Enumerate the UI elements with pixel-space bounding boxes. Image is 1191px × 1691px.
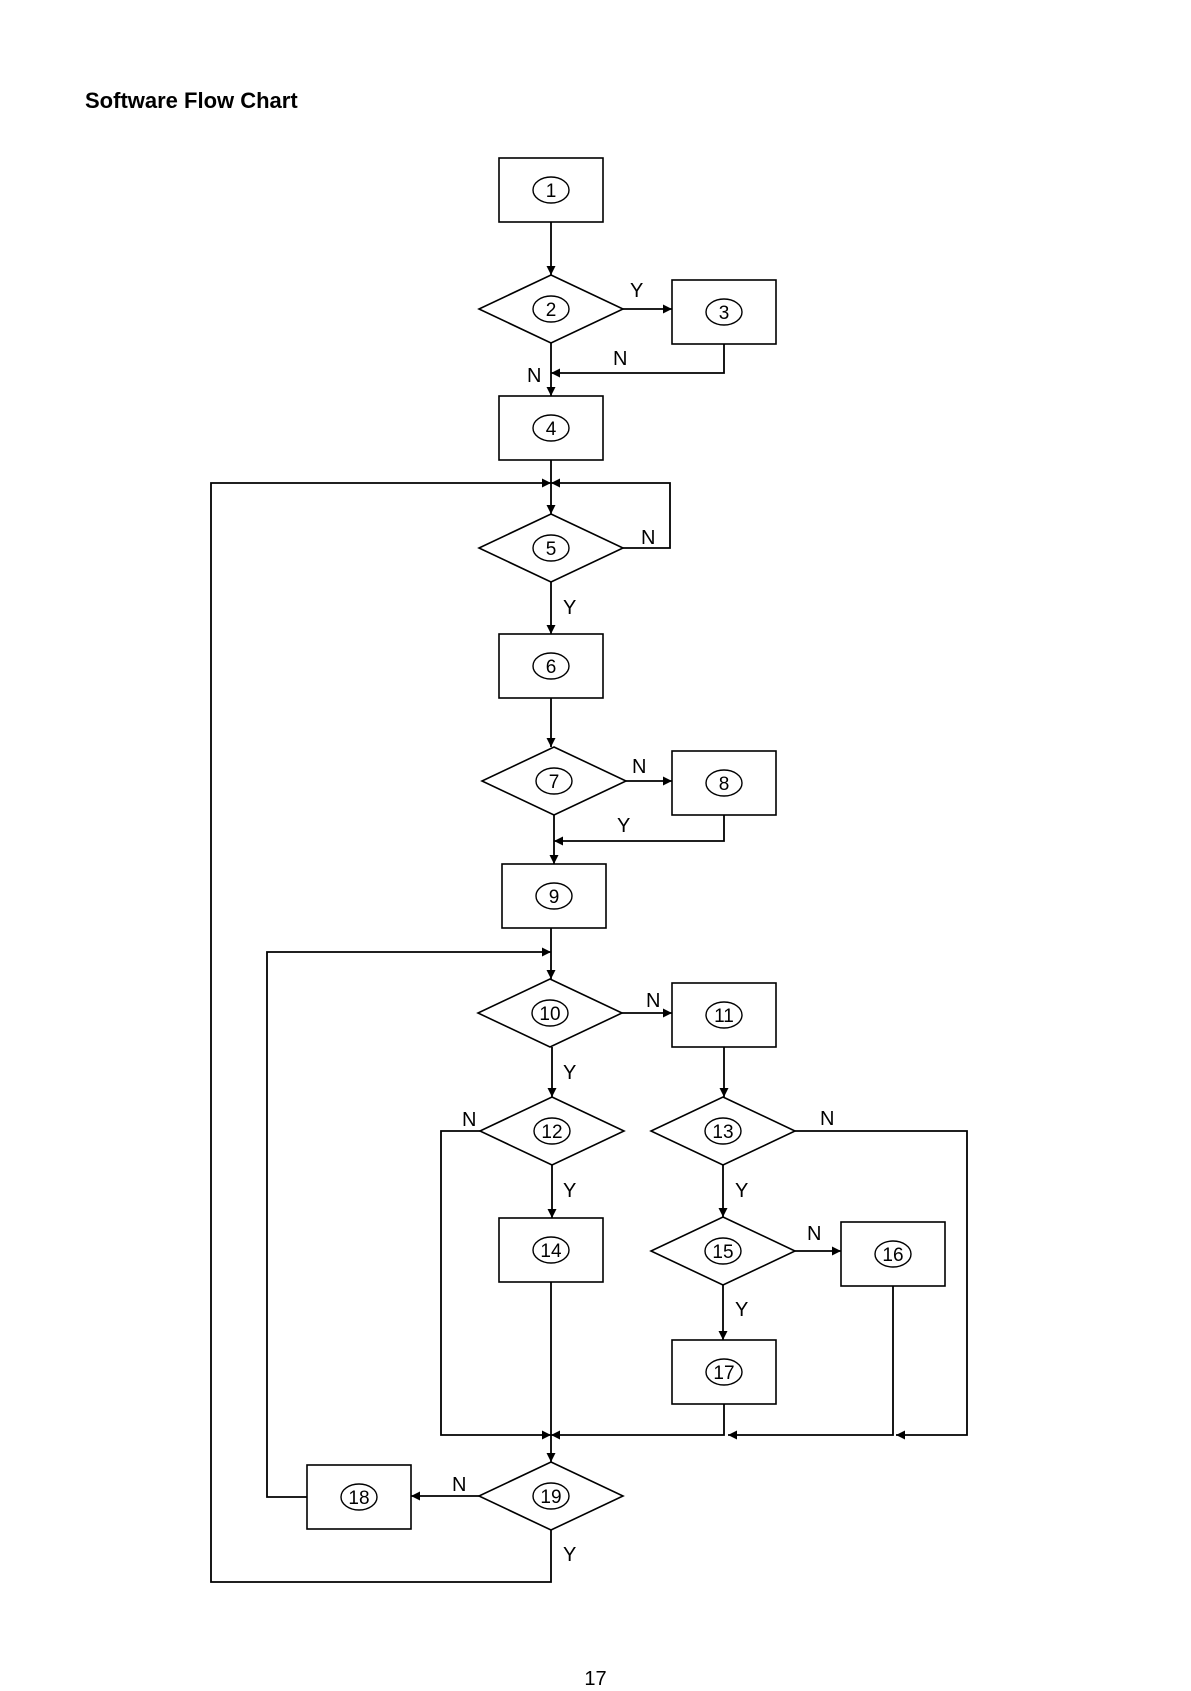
edge-label-10-12: Y [563, 1062, 576, 1084]
connector-17-19 [551, 1404, 724, 1435]
edge-label-12-14: Y [563, 1180, 576, 1202]
step-number: 13 [712, 1122, 733, 1143]
edge-label-15-16: N [807, 1223, 821, 1245]
edge-label-19-5: Y [563, 1544, 576, 1566]
edge-label-7-8: N [632, 756, 646, 778]
step-number: 3 [719, 303, 730, 324]
step-number: 9 [549, 887, 560, 908]
edge-label-2-3: Y [630, 280, 643, 302]
edge-label-19-18: N [452, 1474, 466, 1496]
page-number: 17 [0, 1668, 1191, 1691]
edge-label-10-11: N [646, 990, 660, 1012]
edge-label-15-17: Y [735, 1299, 748, 1321]
step-number: 6 [546, 657, 557, 678]
step-number: 2 [546, 300, 557, 321]
node-7: 7 [482, 747, 626, 815]
node-16: 16 [841, 1222, 945, 1286]
edge-label-2-4: N [527, 365, 541, 387]
step-number: 10 [539, 1004, 560, 1025]
node-12: 12 [480, 1097, 624, 1165]
node-10: 10 [478, 979, 622, 1047]
step-number: 1 [546, 181, 557, 202]
step-number: 5 [546, 539, 557, 560]
node-3: 3 [672, 280, 776, 344]
edge-label-13-19: N [820, 1108, 834, 1130]
edge-label-5-6: Y [563, 597, 576, 619]
edge-label-5-5: N [641, 527, 655, 549]
edge-label-7-9: Y [617, 815, 630, 837]
node-17: 17 [672, 1340, 776, 1404]
node-18: 18 [307, 1465, 411, 1529]
node-19: 19 [479, 1462, 623, 1530]
node-6: 6 [499, 634, 603, 698]
connector-3-4 [551, 344, 724, 373]
node-13: 13 [651, 1097, 795, 1165]
edge-label-13-15: Y [735, 1180, 748, 1202]
step-number: 17 [713, 1363, 734, 1384]
node-14: 14 [499, 1218, 603, 1282]
step-number: 12 [541, 1122, 562, 1143]
node-5: 5 [479, 514, 623, 582]
node-1: 1 [499, 158, 603, 222]
step-number: 18 [348, 1488, 369, 1509]
node-8: 8 [672, 751, 776, 815]
step-number: 11 [714, 1006, 734, 1027]
node-4: 4 [499, 396, 603, 460]
step-number: 4 [546, 419, 557, 440]
node-11: 11 [672, 983, 776, 1047]
node-2: 2 [479, 275, 623, 343]
connector-8-9 [554, 815, 724, 841]
connector-12-19 [441, 1131, 551, 1435]
edge-label-12-19: N [462, 1109, 476, 1131]
node-15: 15 [651, 1217, 795, 1285]
node-9: 9 [502, 864, 606, 928]
step-number: 16 [882, 1245, 903, 1266]
step-number: 19 [540, 1487, 561, 1508]
step-number: 15 [712, 1242, 733, 1263]
step-number: 7 [549, 772, 560, 793]
step-number: 14 [540, 1241, 562, 1262]
step-number: 8 [719, 774, 730, 795]
edge-label-3-4: N [613, 348, 627, 370]
